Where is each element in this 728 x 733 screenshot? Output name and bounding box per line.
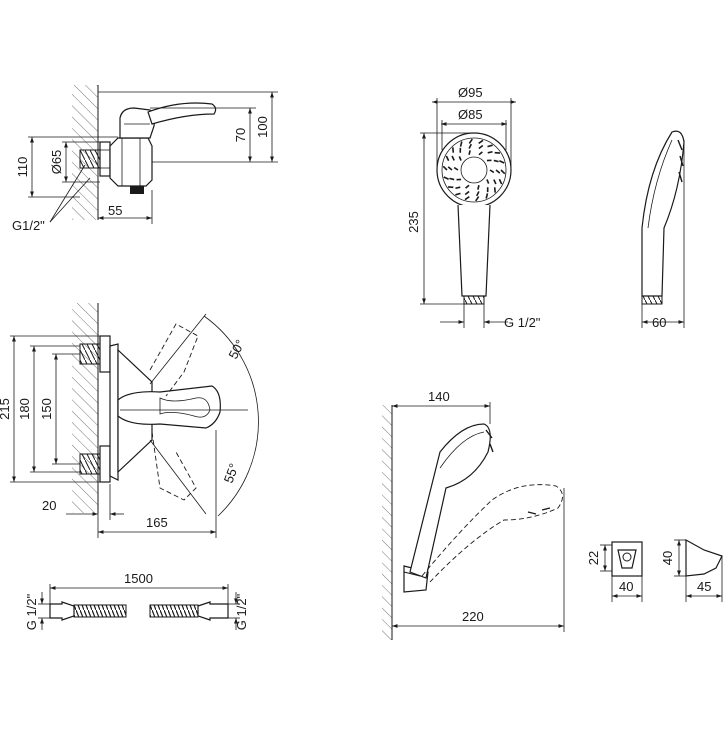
holder-front-view: 22 40 [586, 542, 642, 602]
head-diameter-85-label: Ø85 [458, 107, 483, 122]
mixer-side-depth-label: 55 [108, 203, 122, 218]
wall-hatch-front [72, 303, 98, 513]
head-diameter-95-label: Ø95 [458, 85, 483, 100]
wall-hatch-set [382, 405, 392, 640]
mixer-side-diameter-label: Ø65 [49, 150, 64, 175]
holder-width-label: 40 [619, 579, 633, 594]
mixer-side-height-70-label: 70 [233, 128, 248, 142]
mixer-front-height-150-label: 150 [39, 398, 54, 420]
holder-height-label: 22 [586, 551, 601, 565]
mixer-side-view: G1/2" 55 110 Ø65 70 100 [12, 85, 278, 233]
nozzle-mark [455, 187, 460, 188]
mixer-front-angle-50-label: 50° [225, 337, 247, 361]
mixer-front-length-label: 165 [146, 515, 168, 530]
shower-set-view: 140 220 [382, 389, 564, 640]
head-side-width-label: 60 [652, 315, 666, 330]
hose-thread-right-label: G 1/2" [234, 593, 249, 630]
mixer-front-angle-55-label: 55° [221, 461, 242, 485]
mixer-side-height-100-label: 100 [255, 116, 270, 138]
nozzle-mark [469, 150, 470, 154]
head-thread-label: G 1/2" [504, 315, 541, 330]
mixer-side-height-110-label: 110 [15, 157, 30, 178]
set-length-label: 220 [462, 609, 484, 624]
shower-head-front-view: Ø95 Ø85 235 G 1/2" [406, 85, 541, 330]
nozzle-mark [453, 147, 454, 152]
nozzle-mark [478, 185, 479, 189]
nozzle-mark [495, 187, 496, 192]
head-length-label: 235 [406, 211, 421, 233]
hose-length-label: 1500 [124, 571, 153, 586]
nozzle-mark [488, 152, 493, 153]
nozzle-mark [449, 178, 454, 179]
holder-side-depth-label: 45 [697, 579, 711, 594]
mixer-front-view: 215 180 150 20 165 50° 55° [0, 303, 258, 538]
mixer-front-height-215-label: 215 [0, 398, 12, 420]
nozzle-mark [494, 160, 499, 161]
mixer-front-height-180-label: 180 [17, 398, 32, 420]
set-width-label: 140 [428, 389, 450, 404]
holder-side-view: 40 45 [660, 540, 722, 602]
holder-side-height-label: 40 [660, 551, 675, 565]
shower-head-side-view: 60 [642, 131, 684, 330]
hose-view: 1500 G 1/2" G 1/2" [24, 571, 249, 630]
mixer-front-offset-label: 20 [42, 498, 56, 513]
hose-thread-left-label: G 1/2" [24, 593, 39, 630]
mixer-side-thread-label: G1/2" [12, 218, 45, 233]
